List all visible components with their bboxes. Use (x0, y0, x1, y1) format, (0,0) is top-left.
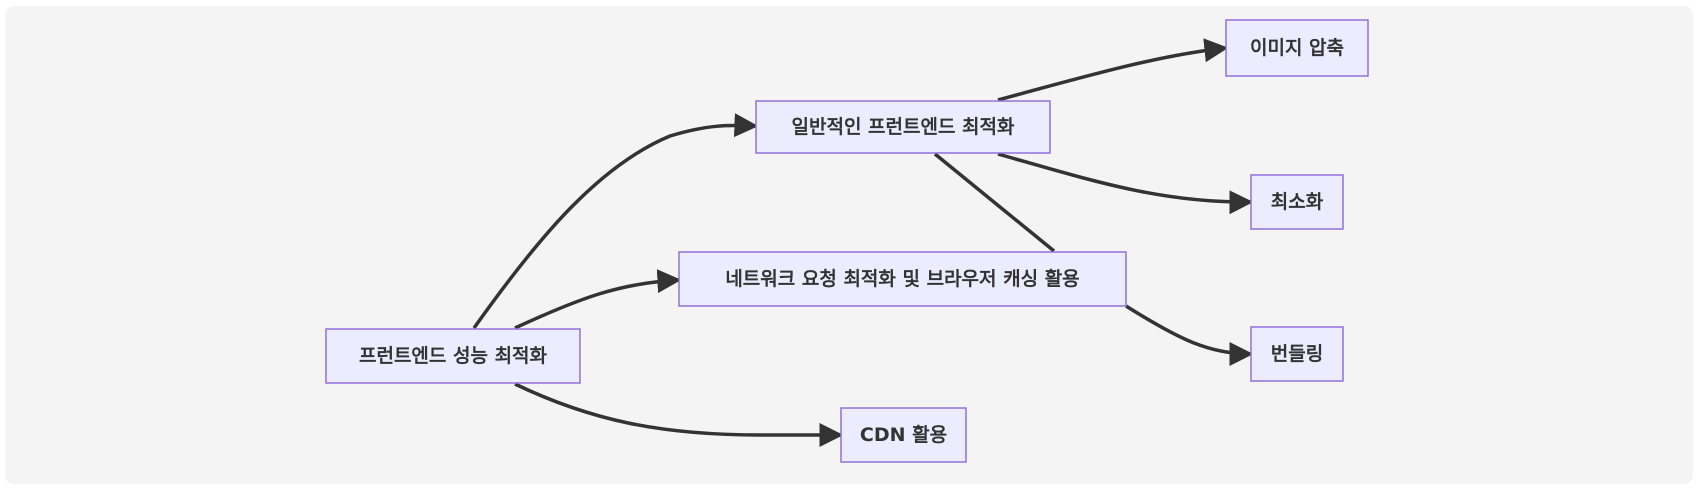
node-box (1250, 326, 1344, 382)
edge-general-to-bundle (933, 152, 1251, 354)
node-label: 일반적인 프런트엔드 최적화 (792, 116, 1016, 138)
node-cdn: CDN 활용 (840, 407, 967, 463)
node-minify: 최소화 (1250, 174, 1344, 230)
node-label: CDN 활용 (860, 424, 947, 446)
node-label: 번들링 (1271, 343, 1323, 365)
node-box (1225, 19, 1369, 77)
node-box (755, 100, 1051, 154)
node-label: 이미지 압축 (1250, 37, 1344, 59)
node-network: 네트워크 요청 최적화 및 브라우저 캐싱 활용 (678, 251, 1127, 307)
node-box (678, 251, 1127, 307)
node-image: 이미지 압축 (1225, 19, 1369, 77)
node-bundle: 번들링 (1250, 326, 1344, 382)
edge-root-to-network (514, 269, 682, 330)
edge-root-to-general (472, 113, 759, 330)
node-box (840, 407, 967, 463)
node-box (1250, 174, 1344, 230)
edge-general-to-image (997, 38, 1229, 102)
node-label: 프런트엔드 성능 최적화 (359, 345, 548, 367)
edge-root-to-cdn (514, 382, 844, 447)
node-root: 프런트엔드 성능 최적화 (325, 328, 581, 384)
node-label: 최소화 (1271, 191, 1324, 213)
edge-general-to-minify (997, 152, 1254, 215)
node-label: 네트워크 요청 최적화 및 브라우저 캐싱 활용 (725, 268, 1079, 290)
node-box (325, 328, 581, 384)
node-general: 일반적인 프런트엔드 최적화 (755, 100, 1051, 154)
edges-layer (472, 38, 1254, 447)
